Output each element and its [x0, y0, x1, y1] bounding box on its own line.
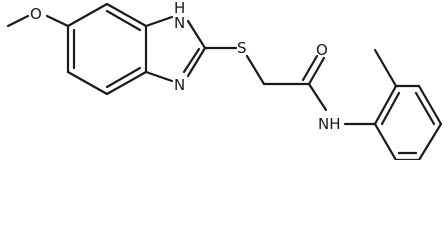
atom-h-ring: H	[174, 0, 185, 17]
bond-c2-n-double	[182, 47, 201, 74]
atom-nh-amide: NH	[318, 115, 341, 133]
bond-co-n	[307, 82, 328, 112]
bond-benz-6	[66, 2, 109, 28]
atom-n-ring-bottom: N	[174, 76, 185, 94]
bond-c2-n	[186, 46, 207, 78]
atom-s: S	[237, 39, 247, 57]
bond-benz-5-inner	[105, 9, 142, 32]
bond-benz-2	[66, 70, 109, 96]
bond-tol-3-inner	[414, 91, 436, 126]
bond-benz-3	[105, 70, 148, 96]
bond-c-nh	[144, 15, 174, 28]
bond-s-ch2	[245, 54, 266, 86]
bond-tol-1-inner	[380, 91, 401, 126]
bond-tol-6	[373, 122, 398, 160]
bond-benz-5	[105, 2, 148, 28]
atom-o-methoxy: O	[30, 5, 42, 23]
molecule-structure: O H N N S O NH	[6, 0, 443, 160]
atom-o-carbonyl: O	[316, 41, 328, 59]
bond-tol-4	[417, 122, 443, 160]
bond-o-aryl	[45, 14, 70, 28]
molecule-canvas: O H N N S O NH	[6, 0, 443, 160]
bond-co-o-double	[301, 54, 319, 82]
bond-benz-3-inner	[105, 66, 142, 89]
bond-nh-c2	[186, 19, 207, 50]
bond-n-c	[144, 70, 174, 83]
bond-methyl-o	[6, 14, 30, 28]
bond-tol-3	[417, 84, 443, 126]
bond-tol-methyl	[373, 48, 398, 88]
bond-co-o	[307, 56, 326, 86]
bond-tol-1	[373, 84, 398, 126]
atom-n-ring-top: N	[174, 14, 185, 32]
